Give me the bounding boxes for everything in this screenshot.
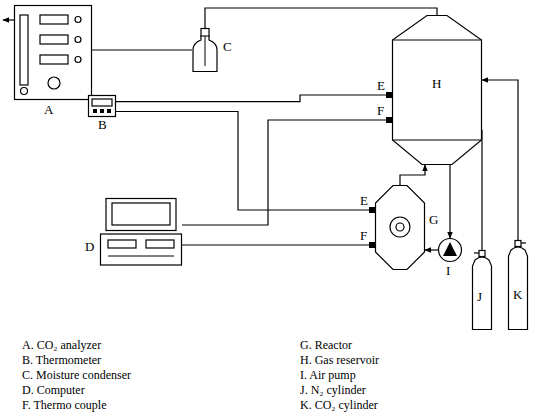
- drawing-stroke: [390, 217, 410, 237]
- terminal-label: F: [377, 104, 384, 118]
- drawing-stroke: [106, 199, 176, 231]
- gas-line: [481, 130, 482, 250]
- gas-line: [482, 80, 518, 240]
- exhaust-line: [3, 19, 14, 20]
- drawing-stroke: [393, 16, 482, 165]
- part-letter: J: [477, 290, 482, 304]
- drawing-stroke: [100, 198, 182, 266]
- legend-item: D. Computer: [22, 383, 85, 397]
- co2-analyzer: A: [14, 5, 92, 100]
- legend-item: C. Moisture condenser: [22, 368, 131, 382]
- drawing-stroke: [40, 55, 68, 64]
- drawing-stroke: [201, 29, 209, 37]
- drawing-stroke: [376, 186, 425, 270]
- drawing-stroke: [108, 240, 136, 248]
- gas-line: [449, 165, 450, 238]
- drawing-stroke: [509, 247, 528, 330]
- drawing-stroke: [75, 37, 81, 43]
- legend-item: J. N₂ cylinder: [300, 383, 366, 397]
- thermometer: B: [88, 95, 116, 117]
- part-letter: C: [223, 40, 232, 54]
- signal-wire: [182, 120, 392, 225]
- drawing-stroke: [508, 240, 528, 330]
- legend-item: B. Thermometer: [22, 353, 101, 367]
- drawing-stroke: [14, 5, 92, 100]
- drawing-stroke: [40, 15, 68, 24]
- n2-cylinder: J: [472, 250, 492, 330]
- part-letter: I: [446, 264, 450, 278]
- gas-line: [92, 49, 192, 50]
- air-pump: I: [438, 238, 462, 262]
- drawing-stroke: [443, 242, 457, 256]
- drawing-stroke: [89, 96, 116, 117]
- co2-cylinder: K: [508, 240, 528, 330]
- part-letter: D: [85, 240, 94, 254]
- drawing-stroke: [92, 99, 112, 106]
- drawing-stroke: [375, 185, 425, 270]
- legend-item: I. Air pump: [300, 368, 356, 382]
- part-letter: A: [44, 103, 53, 117]
- gas-line: [205, 8, 437, 28]
- drawing-stroke: [88, 95, 116, 117]
- drawing-stroke: [393, 40, 482, 41]
- legend-item: A. CO₂ analyzer: [22, 338, 101, 352]
- drawing-stroke: [75, 17, 81, 23]
- terminal-label: E: [377, 79, 385, 93]
- gas-line: [425, 249, 438, 250]
- legend-item: G. Reactor: [300, 338, 352, 352]
- moisture-condenser: C: [192, 28, 218, 72]
- drawing-stroke: [482, 257, 483, 258]
- drawing-stroke: [107, 109, 111, 113]
- drawing-stroke: [20, 15, 28, 85]
- gas-line: [400, 165, 425, 185]
- drawing-stroke: [40, 35, 68, 44]
- drawing-stroke: [112, 203, 170, 225]
- signal-wire: [116, 95, 392, 102]
- drawing-stroke: [473, 257, 492, 330]
- drawing-stroke: [75, 57, 81, 63]
- drawing-stroke: [146, 240, 174, 248]
- legend-item: K. CO₂ cylinder: [300, 398, 378, 412]
- part-letter: K: [513, 288, 522, 302]
- drawing-stroke: [521, 242, 526, 243]
- drawing-stroke: [192, 28, 218, 72]
- legend-item: H. Gas reservoir: [300, 353, 379, 367]
- signal-wire: [116, 112, 375, 211]
- legend-item: F. Thermo couple: [22, 398, 106, 412]
- drawing-stroke: [205, 36, 206, 66]
- drawing-stroke: [193, 36, 217, 72]
- drawing-stroke: [393, 140, 482, 141]
- drawing-stroke: [474, 252, 479, 253]
- drawing-stroke: [108, 256, 174, 257]
- terminal-label: E: [360, 194, 368, 208]
- drawing-stroke: [439, 239, 462, 262]
- drawing-stroke: [48, 77, 60, 89]
- drawing-stroke: [396, 223, 404, 231]
- part-letter: G: [429, 213, 438, 227]
- gas-reservoir: H: [392, 15, 482, 165]
- drawing-stroke: [15, 6, 92, 100]
- drawing-stroke: [93, 109, 97, 113]
- drawing-stroke: [100, 109, 104, 113]
- reactor: G: [375, 185, 425, 270]
- drawing-stroke: [438, 238, 462, 262]
- terminal-label: F: [360, 229, 367, 243]
- drawing-stroke: [101, 234, 182, 265]
- computer: D: [100, 198, 182, 266]
- drawing-stroke: [479, 251, 485, 257]
- signal-wire: [182, 244, 375, 245]
- drawing-stroke: [515, 241, 521, 247]
- part-letter: B: [98, 118, 107, 132]
- part-letter: H: [432, 77, 441, 91]
- drawing-stroke: [21, 88, 28, 95]
